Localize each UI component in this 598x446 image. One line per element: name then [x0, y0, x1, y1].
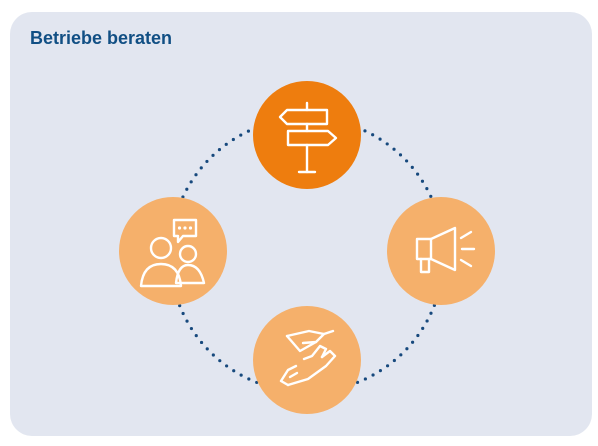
node-left-circle	[119, 197, 227, 305]
helping-hands-icon	[279, 329, 337, 387]
diagram-title: Betriebe beraten	[30, 28, 173, 48]
node-right-circle	[387, 197, 495, 305]
node-bottom-circle	[253, 306, 361, 414]
node-bottom	[253, 306, 361, 414]
megaphone-icon	[415, 226, 476, 274]
node-left	[119, 197, 227, 305]
speech-bubble-dots	[177, 226, 193, 230]
people-conversation-icon	[139, 218, 206, 288]
node-right	[387, 197, 495, 305]
signpost-icon	[278, 101, 338, 174]
node-top	[253, 81, 361, 189]
node-top-circle	[253, 81, 361, 189]
